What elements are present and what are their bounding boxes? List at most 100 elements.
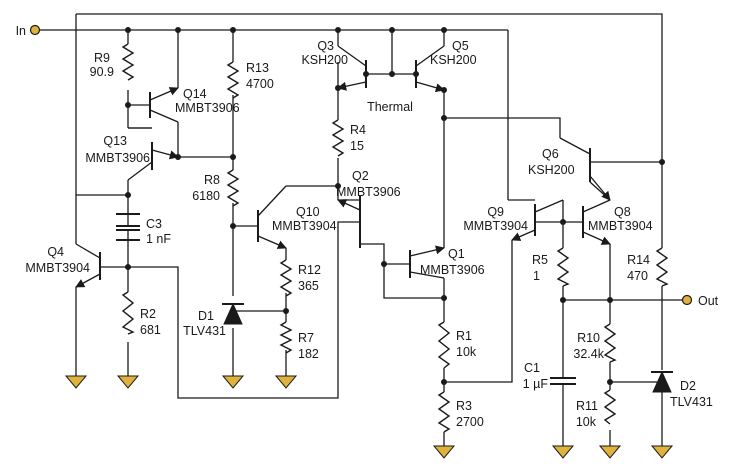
q2-label: Q2 bbox=[352, 169, 369, 183]
q6-part: KSH200 bbox=[528, 163, 575, 177]
d2-part: TLV431 bbox=[670, 395, 713, 409]
resistors bbox=[121, 43, 669, 433]
r12-label: R12 bbox=[298, 263, 321, 277]
c3-capacitor bbox=[116, 213, 140, 241]
c3-label: C3 bbox=[146, 217, 162, 231]
c3-value: 1 nF bbox=[146, 232, 171, 246]
r10-value: 32.4k bbox=[573, 347, 604, 361]
ground-symbol bbox=[221, 375, 245, 389]
output-port bbox=[681, 294, 693, 306]
q3-part: KSH200 bbox=[301, 53, 348, 67]
r10-label: R10 bbox=[577, 331, 600, 345]
r7-label: R7 bbox=[298, 331, 314, 345]
q13-label: Q13 bbox=[103, 134, 127, 148]
component-labels: Thermal R9 90.9 Q14 MMBT3906 Q13 MMBT390… bbox=[25, 39, 713, 429]
r14-label: R14 bbox=[627, 253, 650, 267]
input-port bbox=[29, 24, 41, 36]
r3-label: R3 bbox=[456, 399, 472, 413]
r1-label: R1 bbox=[456, 329, 472, 343]
r11-label: R11 bbox=[576, 399, 598, 413]
r9-value: 90.9 bbox=[90, 65, 114, 79]
q13-part: MMBT3906 bbox=[85, 151, 150, 165]
q10-part: MMBT3904 bbox=[272, 219, 337, 233]
r5-label: R5 bbox=[532, 253, 548, 267]
q8-label: Q8 bbox=[614, 205, 631, 219]
input-label: In bbox=[16, 24, 26, 38]
ports: In Out bbox=[16, 24, 719, 308]
d1-label: D1 bbox=[198, 309, 214, 323]
thermal-label: Thermal bbox=[367, 100, 413, 114]
q5-part: KSH200 bbox=[430, 53, 477, 67]
q1-label: Q1 bbox=[448, 247, 465, 261]
grounds bbox=[64, 375, 674, 459]
ground-symbol bbox=[598, 445, 622, 459]
r14-value: 470 bbox=[627, 269, 648, 283]
r3-resistor bbox=[437, 391, 451, 433]
r4-resistor bbox=[331, 119, 345, 157]
r8-resistor bbox=[226, 169, 240, 207]
r2-value: 681 bbox=[140, 323, 161, 337]
d1-part: TLV431 bbox=[183, 324, 226, 338]
transistors bbox=[75, 45, 611, 288]
r13-resistor bbox=[226, 61, 240, 99]
q5-label: Q5 bbox=[452, 39, 469, 53]
d2-diode bbox=[650, 370, 673, 393]
ground-symbol bbox=[551, 445, 575, 459]
r7-resistor bbox=[279, 321, 293, 354]
r2-resistor bbox=[121, 291, 135, 335]
q13-transistor bbox=[127, 127, 179, 181]
q6-label: Q6 bbox=[542, 147, 559, 161]
q8-part: MMBT3904 bbox=[588, 219, 653, 233]
ground-symbol bbox=[116, 375, 140, 389]
q3-label: Q3 bbox=[317, 39, 334, 53]
r1-value: 10k bbox=[456, 345, 477, 359]
q14-part: MMBT3906 bbox=[175, 101, 240, 115]
q6-transistor bbox=[559, 137, 611, 201]
diodes bbox=[222, 302, 673, 393]
capacitors bbox=[116, 213, 576, 400]
r7-value: 182 bbox=[298, 347, 319, 361]
r13-value: 4700 bbox=[246, 77, 274, 91]
ground-symbol bbox=[64, 375, 88, 389]
q2-transistor bbox=[337, 196, 361, 248]
q9-part: MMBT3904 bbox=[463, 219, 528, 233]
r12-resistor bbox=[279, 259, 293, 297]
ground-symbol bbox=[650, 445, 674, 459]
r14-resistor bbox=[655, 247, 669, 287]
q10-label: Q10 bbox=[296, 205, 320, 219]
r1-resistor bbox=[437, 321, 451, 369]
r11-value: 10k bbox=[576, 415, 597, 429]
q2-part: MMBT3906 bbox=[336, 185, 401, 199]
r10-resistor bbox=[603, 323, 617, 363]
output-label: Out bbox=[698, 294, 719, 308]
q4-label: Q4 bbox=[47, 245, 64, 259]
r9-resistor bbox=[121, 43, 135, 81]
junctions bbox=[125, 27, 665, 385]
r2-label: R2 bbox=[140, 307, 156, 321]
q14-label: Q14 bbox=[183, 87, 207, 101]
r5-resistor bbox=[556, 247, 570, 287]
r8-value: 6180 bbox=[192, 189, 220, 203]
r3-value: 2700 bbox=[456, 415, 484, 429]
q1-transistor bbox=[409, 245, 445, 279]
c1-value: 1 µF bbox=[523, 377, 549, 391]
q1-part: MMBT3906 bbox=[420, 263, 485, 277]
d2-label: D2 bbox=[680, 379, 696, 393]
q8-transistor bbox=[582, 199, 611, 245]
q4-transistor bbox=[75, 243, 128, 288]
r5-value: 1 bbox=[533, 269, 540, 283]
r12-value: 365 bbox=[298, 279, 319, 293]
ground-symbol bbox=[432, 445, 456, 459]
ground-symbol bbox=[274, 375, 298, 389]
r11-resistor bbox=[603, 389, 617, 425]
q4-part: MMBT3904 bbox=[25, 261, 90, 275]
q9-label: Q9 bbox=[487, 205, 504, 219]
r8-label: R8 bbox=[204, 173, 220, 187]
c1-label: C1 bbox=[524, 361, 540, 375]
r13-label: R13 bbox=[246, 61, 269, 75]
q14-transistor bbox=[149, 87, 179, 123]
r4-value: 15 bbox=[350, 139, 364, 153]
r9-label: R9 bbox=[94, 51, 110, 65]
q9-transistor bbox=[511, 199, 564, 241]
